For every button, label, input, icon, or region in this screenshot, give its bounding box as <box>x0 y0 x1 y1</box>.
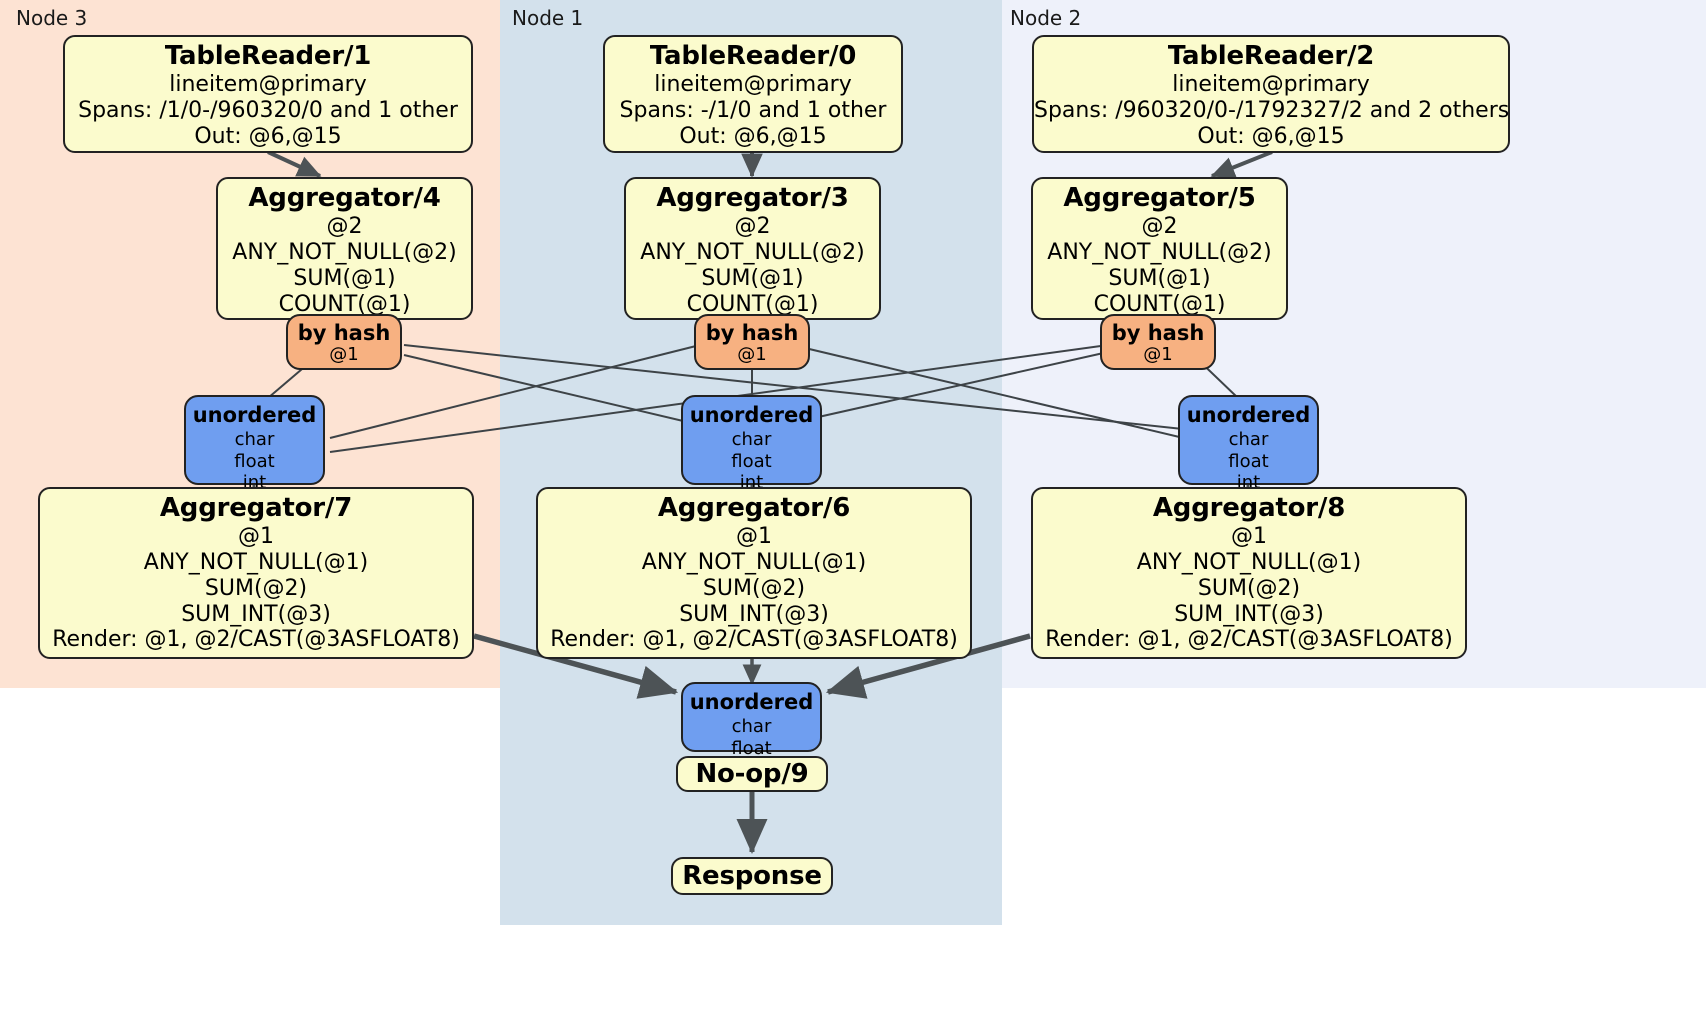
aggregator-6-title: Aggregator/6 <box>657 493 851 523</box>
by-hash-router-node-2-title: by hash <box>1111 321 1205 345</box>
aggregator-4-box[interactable]: Aggregator/4 @2 ANY_NOT_NULL(@2) SUM(@1)… <box>216 177 473 320</box>
by-hash-router-node-3[interactable]: by hash @1 <box>286 314 402 370</box>
unordered-sync-node-2[interactable]: unordered char float int <box>1178 395 1319 493</box>
unordered-sync-final-line-0: char <box>731 716 772 738</box>
table-reader-2-line-2: Out: @6,@15 <box>1197 123 1345 149</box>
aggregator-7-line-1: ANY_NOT_NULL(@1) <box>143 550 369 576</box>
aggregator-3-line-1: ANY_NOT_NULL(@2) <box>640 240 865 266</box>
aggregator-5-line-1: ANY_NOT_NULL(@2) <box>1047 240 1272 266</box>
unordered-sync-node-2-line-0: char <box>1228 429 1269 451</box>
aggregator-8-line-0: @1 <box>1231 524 1267 550</box>
aggregator-4-line-3: COUNT(@1) <box>278 291 411 317</box>
unordered-sync-final-line-1: float <box>731 737 772 759</box>
unordered-sync-node-1-line-1: float <box>731 450 772 472</box>
no-op-9-box[interactable]: No-op/9 <box>676 756 828 792</box>
aggregator-7-title: Aggregator/7 <box>159 493 353 523</box>
by-hash-router-node-1-title: by hash <box>705 321 799 345</box>
aggregator-5-title: Aggregator/5 <box>1063 183 1256 213</box>
aggregator-3-box[interactable]: Aggregator/3 @2 ANY_NOT_NULL(@2) SUM(@1)… <box>624 177 881 320</box>
table-reader-0-line-0: lineitem@primary <box>654 72 852 98</box>
aggregator-5-box[interactable]: Aggregator/5 @2 ANY_NOT_NULL(@2) SUM(@1)… <box>1031 177 1288 320</box>
aggregator-7-line-2: SUM(@2) <box>204 575 308 601</box>
table-reader-1-line-1: Spans: /1/0-/960320/0 and 1 other <box>78 98 458 124</box>
unordered-sync-node-1-title: unordered <box>689 403 814 427</box>
by-hash-router-node-3-title: by hash <box>297 321 391 345</box>
unordered-sync-node-2-title: unordered <box>1186 403 1311 427</box>
region-label-node-1: Node 1 <box>512 6 584 30</box>
aggregator-8-line-2: SUM(@2) <box>1197 575 1301 601</box>
aggregator-8-title: Aggregator/8 <box>1152 493 1346 523</box>
aggregator-7-line-4: Render: @1, @2/CAST(@3ASFLOAT8) <box>52 627 460 653</box>
aggregator-6-line-3: SUM_INT(@3) <box>679 601 829 627</box>
aggregator-4-line-1: ANY_NOT_NULL(@2) <box>232 240 457 266</box>
aggregator-6-line-2: SUM(@2) <box>702 575 806 601</box>
unordered-sync-node-3-title: unordered <box>192 403 317 427</box>
unordered-sync-final-title: unordered <box>689 690 814 714</box>
table-reader-1-line-0: lineitem@primary <box>169 72 367 98</box>
aggregator-3-title: Aggregator/3 <box>656 183 849 213</box>
by-hash-router-node-3-line-0: @1 <box>329 344 359 366</box>
unordered-sync-node-2-line-1: float <box>1228 450 1269 472</box>
table-reader-1-line-2: Out: @6,@15 <box>194 123 342 149</box>
table-reader-2-line-0: lineitem@primary <box>1172 72 1370 98</box>
unordered-sync-node-3-line-0: char <box>234 429 275 451</box>
no-op-9-title: No-op/9 <box>695 758 809 789</box>
aggregator-5-line-3: COUNT(@1) <box>1093 291 1226 317</box>
aggregator-4-line-2: SUM(@1) <box>293 265 396 291</box>
table-reader-2-box[interactable]: TableReader/2 lineitem@primary Spans: /9… <box>1032 35 1510 153</box>
by-hash-router-node-1[interactable]: by hash @1 <box>694 314 810 370</box>
response-box[interactable]: Response <box>671 857 833 895</box>
table-reader-0-title: TableReader/0 <box>649 41 857 71</box>
unordered-sync-node-1-line-0: char <box>731 429 772 451</box>
aggregator-8-line-1: ANY_NOT_NULL(@1) <box>1136 550 1362 576</box>
aggregator-7-box[interactable]: Aggregator/7 @1 ANY_NOT_NULL(@1) SUM(@2)… <box>38 487 474 659</box>
aggregator-6-box[interactable]: Aggregator/6 @1 ANY_NOT_NULL(@1) SUM(@2)… <box>536 487 972 659</box>
unordered-sync-node-3[interactable]: unordered char float int <box>184 395 325 493</box>
aggregator-6-line-4: Render: @1, @2/CAST(@3ASFLOAT8) <box>550 627 958 653</box>
by-hash-router-node-1-line-0: @1 <box>737 344 767 366</box>
aggregator-5-line-0: @2 <box>1141 214 1178 240</box>
aggregator-8-line-3: SUM_INT(@3) <box>1174 601 1324 627</box>
aggregator-5-line-2: SUM(@1) <box>1108 265 1211 291</box>
table-reader-0-line-2: Out: @6,@15 <box>679 123 827 149</box>
aggregator-7-line-3: SUM_INT(@3) <box>181 601 331 627</box>
aggregator-6-line-0: @1 <box>736 524 772 550</box>
aggregator-3-line-3: COUNT(@1) <box>686 291 819 317</box>
unordered-sync-node-3-line-1: float <box>234 450 275 472</box>
response-title: Response <box>682 860 822 891</box>
aggregator-7-line-0: @1 <box>238 524 274 550</box>
table-reader-2-title: TableReader/2 <box>1167 41 1375 71</box>
by-hash-router-node-2-line-0: @1 <box>1143 344 1173 366</box>
aggregator-3-line-0: @2 <box>734 214 771 240</box>
table-reader-1-box[interactable]: TableReader/1 lineitem@primary Spans: /1… <box>63 35 473 153</box>
aggregator-4-line-0: @2 <box>326 214 363 240</box>
table-reader-1-title: TableReader/1 <box>164 41 372 71</box>
aggregator-8-box[interactable]: Aggregator/8 @1 ANY_NOT_NULL(@1) SUM(@2)… <box>1031 487 1467 659</box>
aggregator-6-line-1: ANY_NOT_NULL(@1) <box>641 550 867 576</box>
aggregator-4-title: Aggregator/4 <box>248 183 441 213</box>
aggregator-8-line-4: Render: @1, @2/CAST(@3ASFLOAT8) <box>1045 627 1453 653</box>
unordered-sync-final[interactable]: unordered char float <box>681 682 822 759</box>
aggregator-3-line-2: SUM(@1) <box>701 265 804 291</box>
table-reader-0-line-1: Spans: -/1/0 and 1 other <box>619 98 887 124</box>
table-reader-0-box[interactable]: TableReader/0 lineitem@primary Spans: -/… <box>603 35 903 153</box>
table-reader-2-line-1: Spans: /960320/0-/1792327/2 and 2 others <box>1034 98 1510 124</box>
unordered-sync-node-1[interactable]: unordered char float int <box>681 395 822 493</box>
region-label-node-3: Node 3 <box>16 6 88 30</box>
region-label-node-2: Node 2 <box>1010 6 1082 30</box>
by-hash-router-node-2[interactable]: by hash @1 <box>1100 314 1216 370</box>
